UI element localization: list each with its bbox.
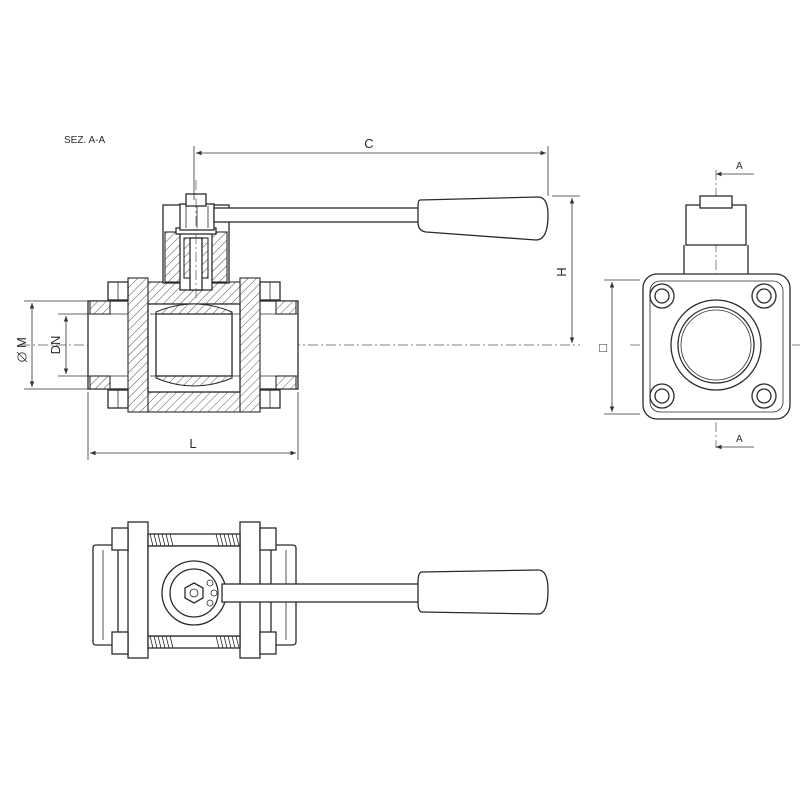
tie-rod-top	[147, 533, 241, 547]
end-view: A A □	[599, 161, 800, 450]
dimension-h: H	[552, 195, 580, 343]
dimension-dn: DN	[48, 313, 90, 377]
left-flange-top	[127, 521, 149, 659]
stem-housing-end	[685, 204, 747, 246]
dimension-m-label: M	[14, 337, 29, 348]
bolt-bottom-left	[649, 383, 675, 409]
section-mark-top: A	[716, 161, 754, 177]
valve-body	[147, 281, 241, 413]
dimension-l-label: L	[189, 436, 196, 451]
dimension-h-label: H	[554, 267, 569, 276]
dimension-square: □	[599, 279, 640, 415]
bolt-top-left	[649, 283, 675, 309]
dimension-c-label: C	[364, 136, 373, 151]
dimension-square-label: □	[599, 340, 607, 355]
left-flange	[107, 277, 149, 413]
bore-outer	[670, 299, 762, 391]
dimension-l: L	[87, 392, 299, 460]
tie-rod-bottom	[147, 635, 241, 649]
stem-top-view	[161, 560, 227, 626]
section-mark-top-label: A	[736, 161, 743, 172]
section-mark-bottom-label: A	[736, 434, 743, 445]
section-mark-bottom: A	[716, 434, 754, 450]
dimension-c: C	[193, 136, 549, 200]
bolt-top-right	[751, 283, 777, 309]
top-view	[92, 521, 549, 659]
left-end-cap	[92, 544, 119, 646]
section-title: SEZ. A-A	[64, 135, 105, 146]
right-flange	[239, 277, 281, 413]
lever-handle-top[interactable]	[221, 569, 549, 615]
dimension-m: M	[14, 300, 88, 390]
lever-handle[interactable]	[213, 196, 549, 241]
section-view: SEZ. A-A	[14, 135, 580, 460]
bolt-bottom-right	[751, 383, 777, 409]
stem-assembly	[162, 180, 230, 300]
dimension-dn-label: DN	[48, 336, 63, 355]
